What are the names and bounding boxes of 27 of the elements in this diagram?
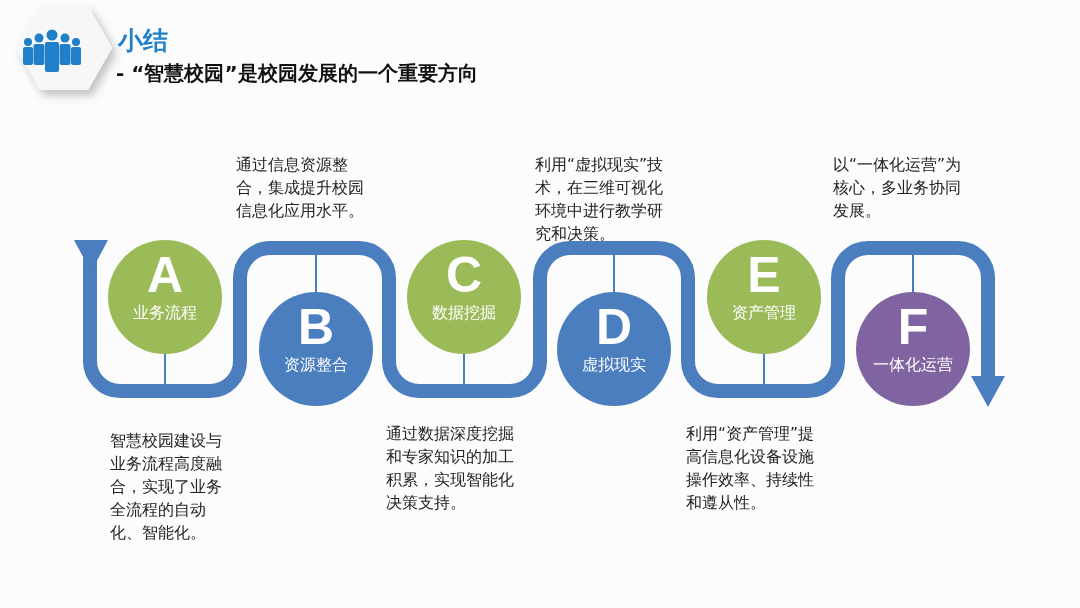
step-description: 利用“资产管理”提高信息化设备设施操作效率、持续性和遵从性。: [686, 424, 816, 514]
step-letter: A: [145, 248, 185, 302]
slide-title: 小结: [118, 25, 168, 57]
step-name: 一体化运营: [872, 354, 954, 376]
step-description: 智慧校园建设与业务流程高度融合，实现了业务全流程的自动化、智能化。: [110, 431, 223, 544]
step-description: 通过数据深度挖掘和专家知识的加工积累，实现智能化决策支持。: [386, 424, 515, 514]
connector-line: [164, 353, 166, 385]
step-name: 数据挖掘: [431, 302, 497, 324]
step-description: 以“一体化运营”为核心，多业务协同发展。: [833, 155, 963, 222]
step-letter: C: [444, 248, 484, 302]
step-description: 通过信息资源整合，集成提升校园信息化应用水平。: [236, 155, 365, 222]
step-letter: E: [746, 248, 782, 302]
step-name: 虚拟现实: [581, 354, 647, 376]
step-name: 资产管理: [731, 302, 797, 324]
connector-line: [763, 353, 765, 385]
step-letter: B: [296, 300, 336, 354]
step-name: 资源整合: [283, 354, 349, 376]
step-description: 利用“虚拟现实”技术，在三维可视化环境中进行教学研究和决策。: [535, 155, 665, 245]
connector-line: [613, 254, 615, 293]
step-name: 业务流程: [132, 302, 198, 324]
connector-line: [912, 254, 914, 293]
step-letter: F: [896, 300, 930, 354]
connector-line: [315, 254, 317, 293]
slide-subtitle: - “智慧校园”是校园发展的一个重要方向: [116, 60, 478, 87]
serpentine-arrow: [74, 240, 1005, 407]
step-letter: D: [594, 300, 634, 354]
connector-line: [463, 353, 465, 385]
